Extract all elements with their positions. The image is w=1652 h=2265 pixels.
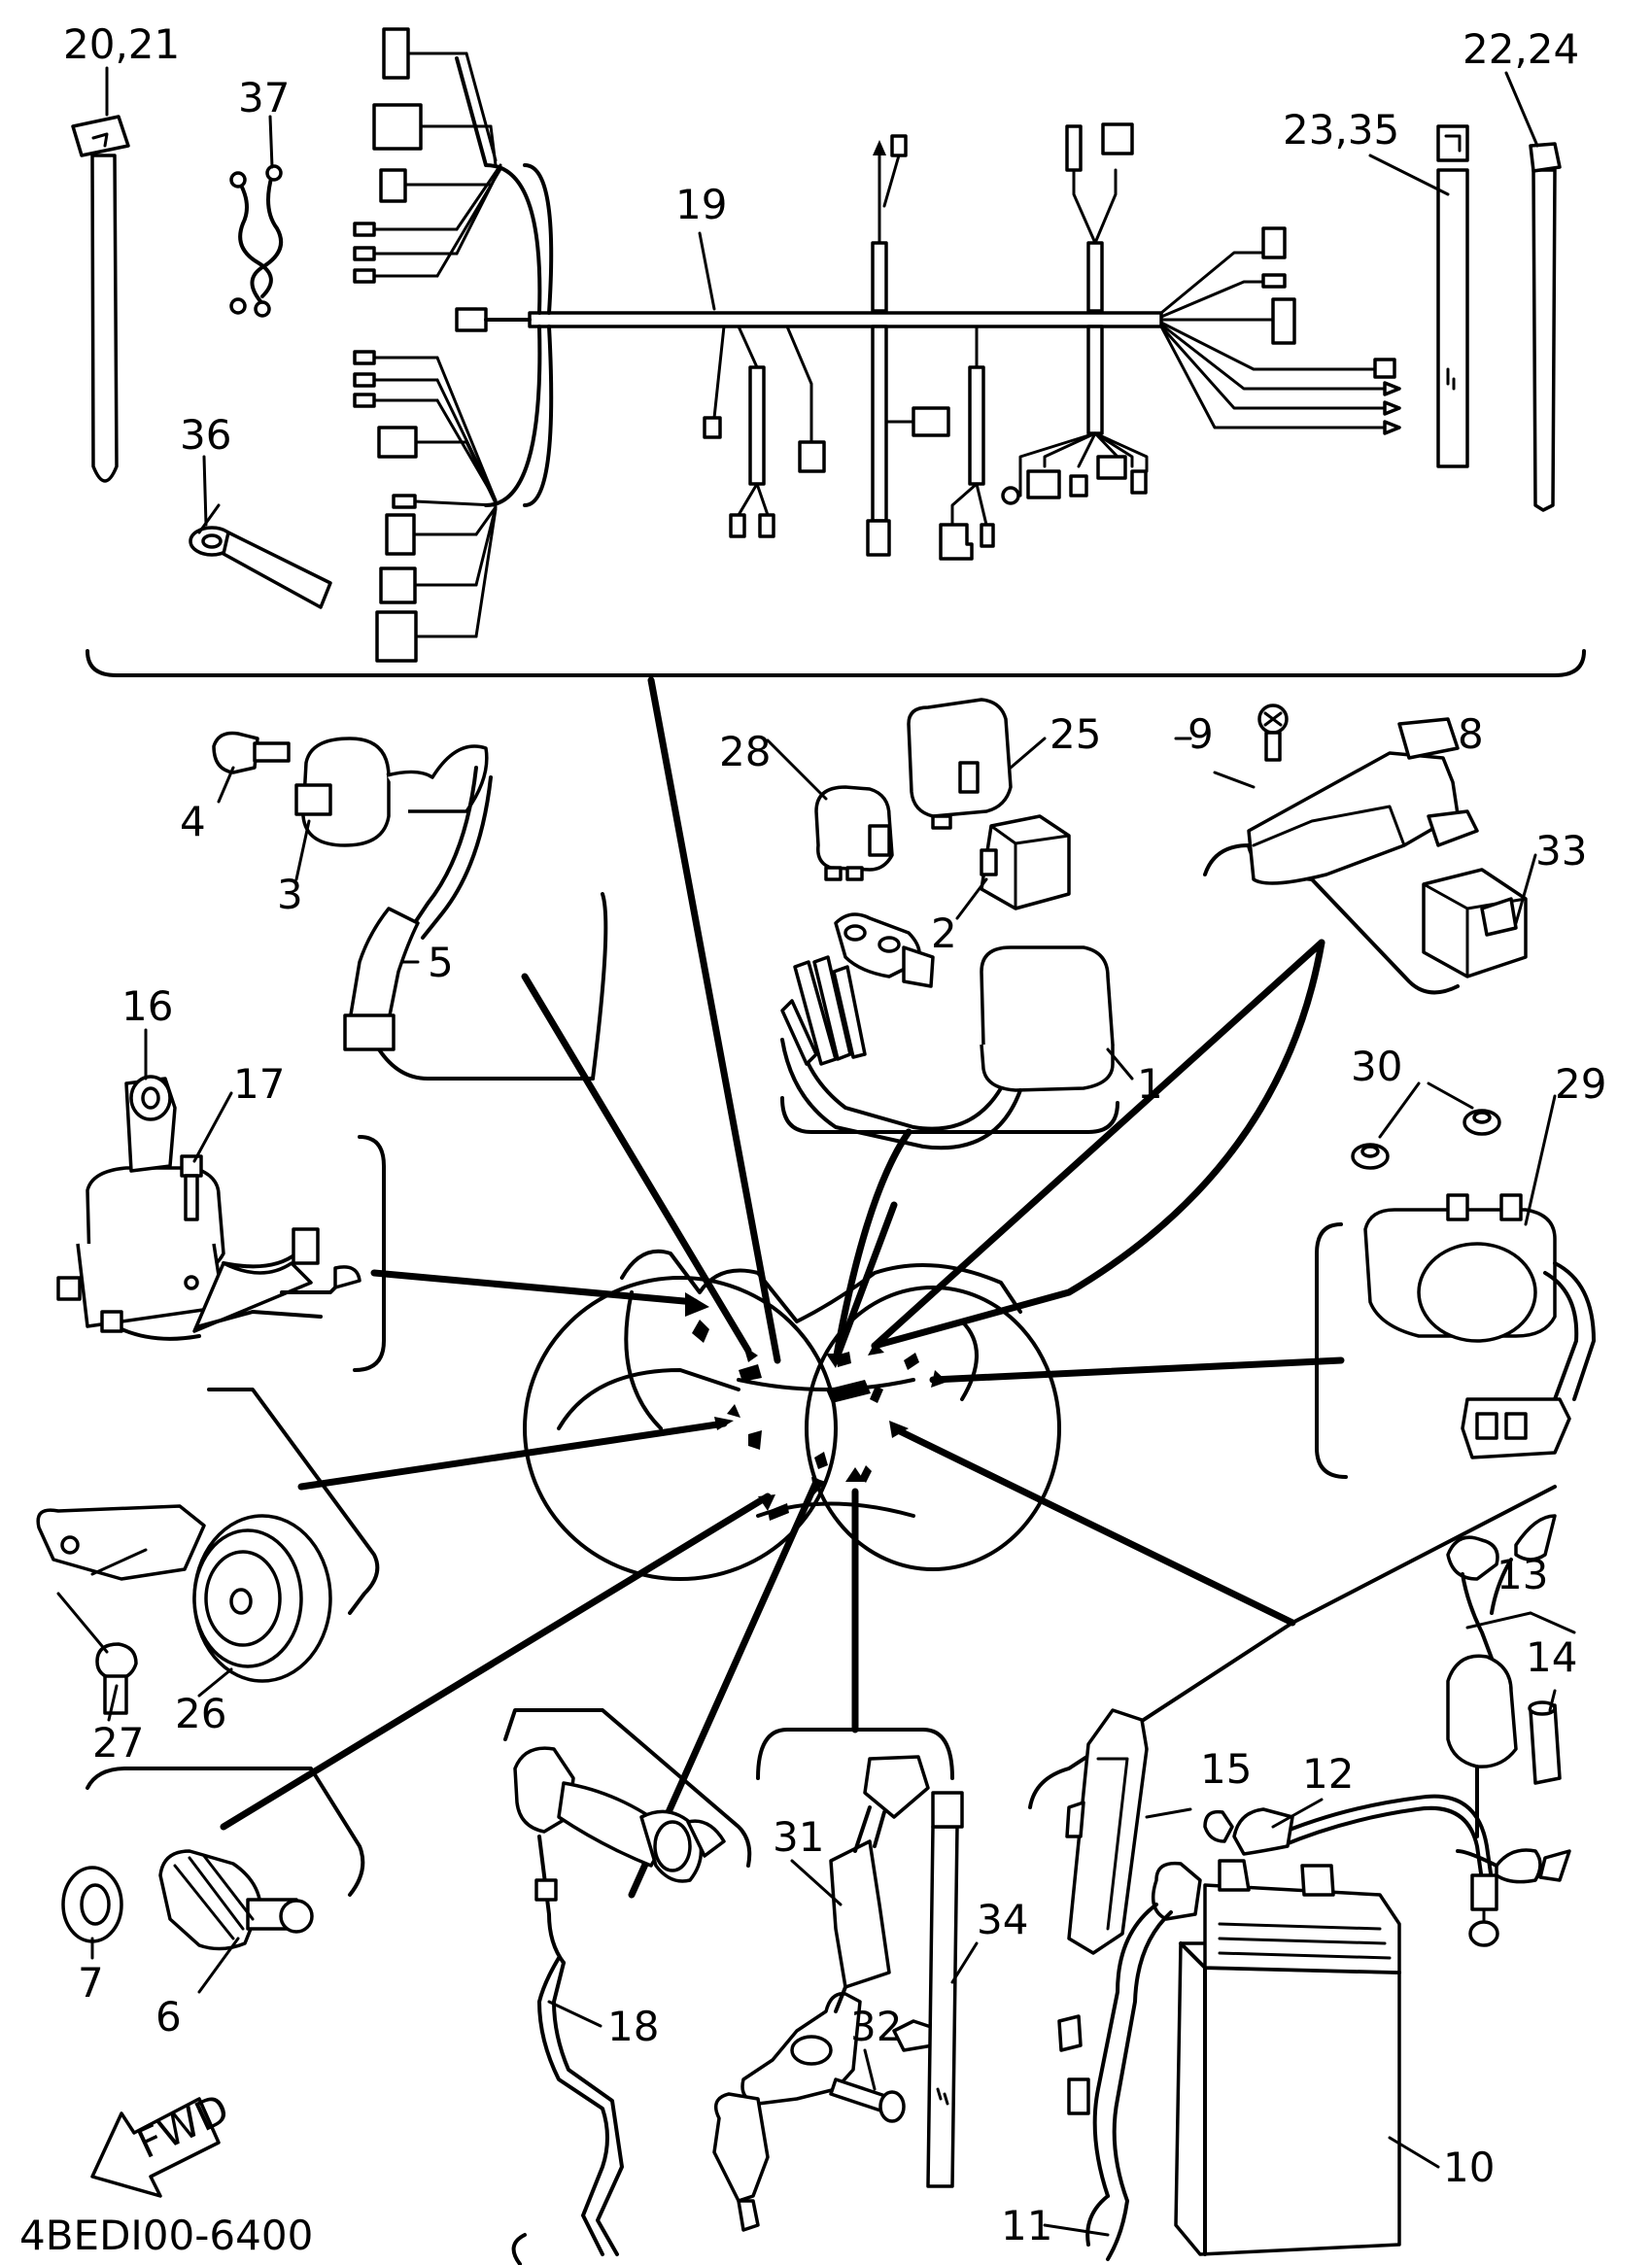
callout-19: 19 bbox=[675, 181, 727, 228]
horn-group bbox=[36, 1388, 380, 1715]
callout-8: 8 bbox=[1458, 710, 1484, 758]
drawing-code: 4BEDI00-6400 bbox=[19, 2212, 313, 2259]
callout-22-24: 22,24 bbox=[1463, 25, 1579, 73]
ignition-coil bbox=[294, 737, 493, 1051]
callout-20-21: 20,21 bbox=[63, 20, 180, 68]
callout-5: 5 bbox=[428, 939, 454, 986]
gasket-washer bbox=[61, 1866, 123, 1943]
coil-mount-bolt bbox=[212, 731, 291, 774]
callout-18: 18 bbox=[607, 2003, 659, 2050]
wire-harness-group bbox=[71, 27, 1586, 677]
callout-12: 12 bbox=[1302, 1750, 1354, 1798]
wire-clamp bbox=[229, 164, 283, 318]
starter-relay bbox=[1363, 1193, 1596, 1459]
main-switch-screw bbox=[180, 1154, 203, 1221]
callout-15: 15 bbox=[1200, 1745, 1252, 1793]
relay-unit-2 bbox=[980, 814, 1071, 910]
relay-unit-28 bbox=[814, 785, 894, 881]
callout-1: 1 bbox=[1137, 1060, 1163, 1108]
callout-7: 7 bbox=[78, 1959, 104, 2007]
battery-cable-positive bbox=[1085, 1861, 1202, 2261]
callout-34: 34 bbox=[977, 1896, 1028, 1943]
callout-30: 30 bbox=[1351, 1043, 1402, 1090]
callout-2: 2 bbox=[931, 909, 957, 957]
front-stop-switch-group bbox=[712, 1728, 964, 2232]
starter-relay-nuts bbox=[1351, 1081, 1501, 1170]
callout-29: 29 bbox=[1555, 1060, 1606, 1108]
rear-stop-switch-group bbox=[503, 1708, 752, 2265]
handlebar-screw bbox=[829, 2077, 906, 2123]
cable-tie-right-thin bbox=[1529, 142, 1562, 512]
leader-lines-top bbox=[105, 66, 1539, 527]
callout-4: 4 bbox=[180, 798, 206, 845]
callout-33: 33 bbox=[1535, 827, 1587, 875]
callout-16: 16 bbox=[121, 982, 173, 1030]
leader-lines-to-vehicle bbox=[220, 676, 1345, 1899]
callout-32: 32 bbox=[850, 2003, 902, 2050]
band-tie bbox=[926, 1791, 964, 2188]
callout-labels: 20,21 37 19 22,24 23,35 36 28 25 9 8 33 … bbox=[19, 20, 1606, 2259]
battery bbox=[1174, 1859, 1401, 2256]
cable-tie-right-tall bbox=[1436, 124, 1469, 468]
neutral-switch-group bbox=[61, 1767, 365, 1951]
callout-9: 9 bbox=[1187, 710, 1214, 758]
callout-36: 36 bbox=[180, 411, 231, 459]
callout-28: 28 bbox=[719, 728, 771, 775]
battery-group bbox=[1028, 1485, 1576, 2261]
neutral-switch bbox=[158, 1849, 314, 1951]
rectifier-screw bbox=[1257, 704, 1289, 762]
callout-13: 13 bbox=[1497, 1551, 1548, 1598]
motorcycle-outline bbox=[523, 1249, 1061, 1581]
callout-11: 11 bbox=[1001, 2202, 1052, 2249]
main-switch-group bbox=[56, 1075, 386, 1372]
callout-27: 27 bbox=[92, 1719, 144, 1767]
starter-relay-group bbox=[1315, 1081, 1596, 1479]
callout-26: 26 bbox=[175, 1690, 226, 1737]
callout-leaders bbox=[90, 737, 1557, 2237]
rectifier-regulator bbox=[1247, 717, 1479, 885]
rectifier-group bbox=[871, 704, 1528, 1350]
callout-14: 14 bbox=[1526, 1633, 1577, 1681]
callout-17: 17 bbox=[233, 1060, 285, 1108]
callout-3: 3 bbox=[277, 871, 303, 918]
battery-terminal-plate bbox=[189, 503, 332, 609]
callout-25: 25 bbox=[1050, 710, 1101, 758]
callout-37: 37 bbox=[238, 74, 290, 121]
horn bbox=[36, 1504, 332, 1683]
fuse-holder bbox=[1446, 1514, 1571, 1884]
callout-6: 6 bbox=[155, 1993, 182, 2041]
fwd-arrow-icon: FWD bbox=[90, 2084, 236, 2198]
main-switch bbox=[56, 1075, 361, 1341]
wire-harness bbox=[353, 27, 1401, 663]
cable-tie-left bbox=[71, 115, 130, 483]
igniter-unit bbox=[780, 912, 1115, 1150]
ignition-coil-group bbox=[212, 731, 608, 1081]
relay-unit-33 bbox=[1422, 868, 1528, 978]
fuse bbox=[1528, 1700, 1562, 1785]
callout-10: 10 bbox=[1443, 2144, 1495, 2191]
rear-stop-switch bbox=[511, 1746, 726, 2265]
callout-23-35: 23,35 bbox=[1283, 106, 1399, 154]
callout-31: 31 bbox=[773, 1813, 824, 1861]
front-stop-switch bbox=[712, 1755, 945, 2232]
relay-unit-25 bbox=[907, 698, 1013, 830]
battery-band bbox=[1057, 1708, 1149, 2115]
relay-igniter-group bbox=[780, 698, 1119, 1364]
